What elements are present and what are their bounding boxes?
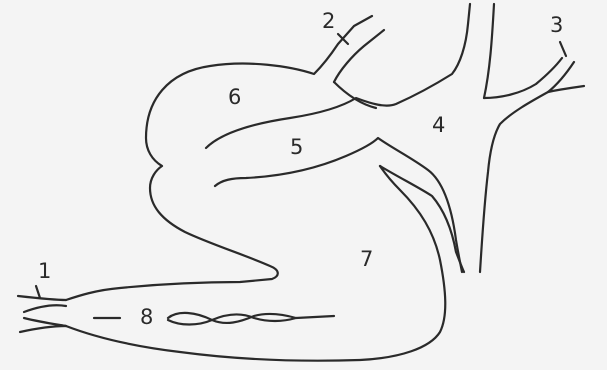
outer-wall-bottom <box>66 16 372 300</box>
tick-1 <box>36 286 40 298</box>
duct-2-wall-lower <box>334 82 376 108</box>
inner-fold-7 <box>215 138 462 272</box>
tube-fork-mid-bottom <box>24 318 66 326</box>
label-4: 4 <box>432 113 445 137</box>
tube-fork-mid-top <box>24 305 66 312</box>
outer-wall-right <box>66 166 445 361</box>
label-7: 7 <box>360 247 373 271</box>
label-6: 6 <box>228 85 241 109</box>
label-2: 2 <box>322 9 335 33</box>
label-1: 1 <box>38 259 51 283</box>
tick-3 <box>560 42 566 56</box>
label-3: 3 <box>550 13 563 37</box>
label-5: 5 <box>290 135 303 159</box>
label-8: 8 <box>140 305 153 329</box>
tube-fork-bottom <box>20 326 66 332</box>
vessel-4-right <box>480 62 574 272</box>
vessel-4-trunk <box>484 4 494 98</box>
tube-fork-top <box>18 296 66 300</box>
